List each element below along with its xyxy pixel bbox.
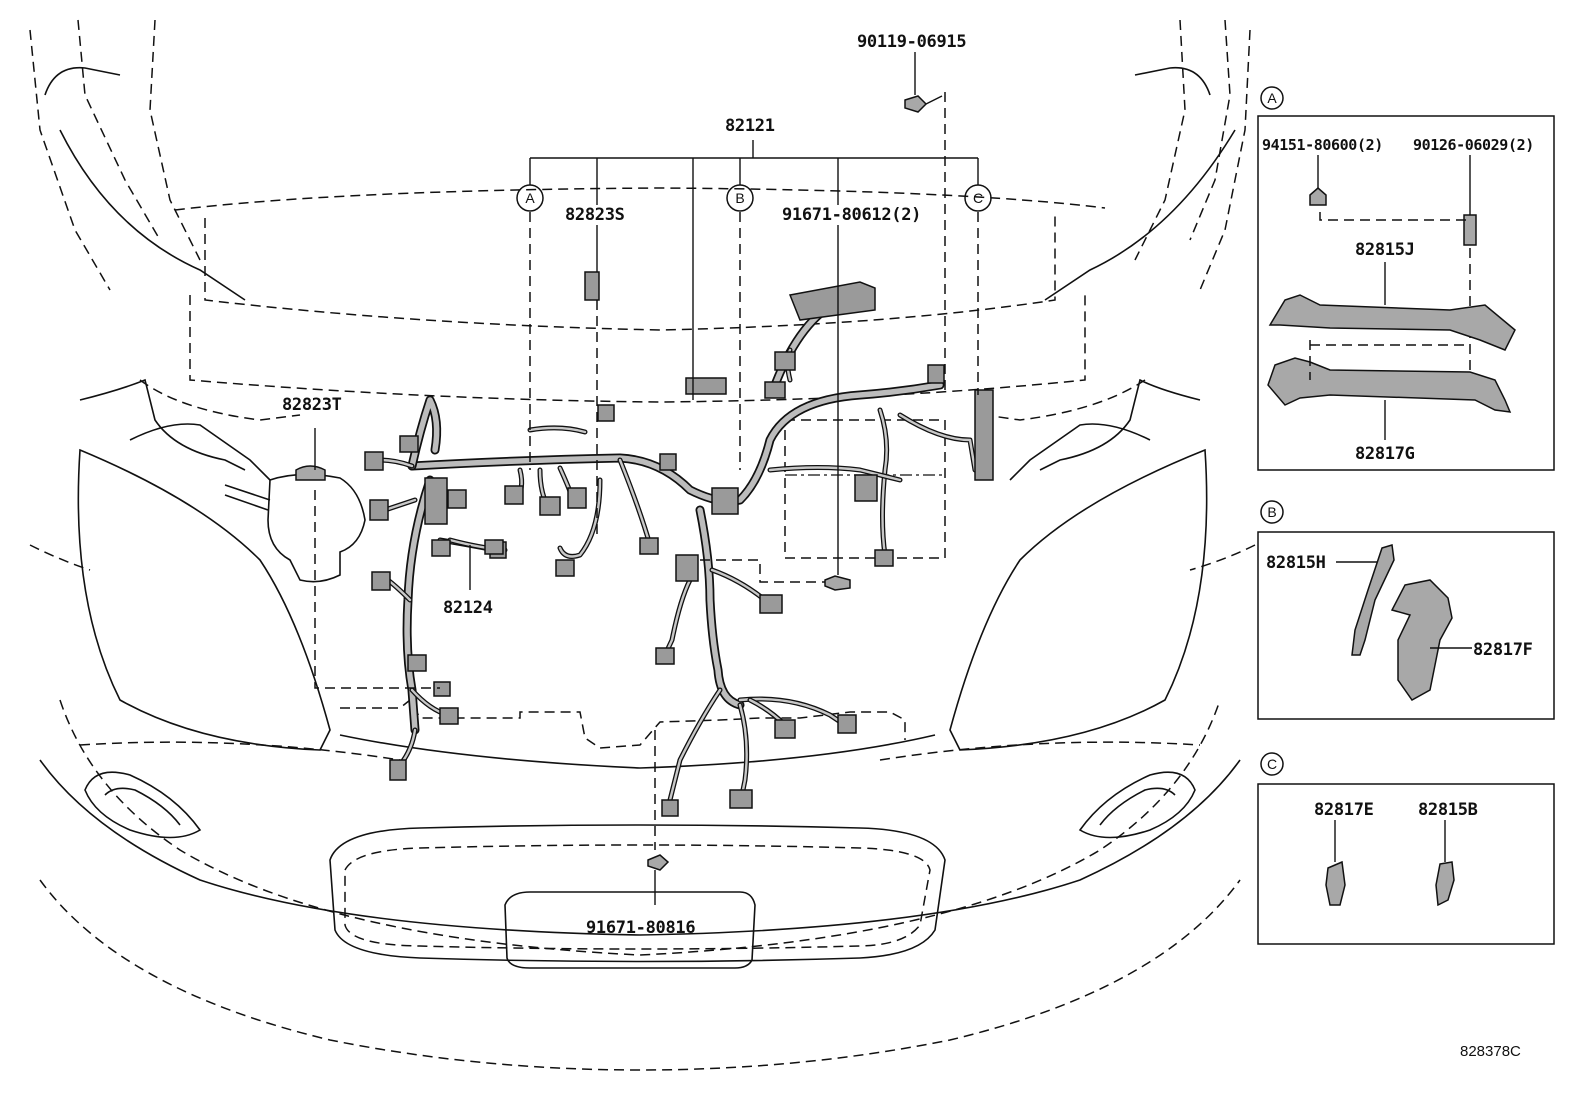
harness-connector bbox=[675, 554, 699, 582]
harness-connector bbox=[364, 451, 384, 471]
marker-b: B bbox=[726, 184, 754, 212]
cover-82815h-part bbox=[1351, 544, 1395, 656]
harness-connector bbox=[759, 594, 783, 614]
harness-connector bbox=[659, 453, 677, 471]
harness-connector bbox=[711, 487, 739, 515]
harness-connector bbox=[447, 489, 467, 509]
holder-82817g-part bbox=[1267, 357, 1512, 413]
harness-connector bbox=[974, 389, 994, 481]
harness-connector bbox=[369, 499, 389, 521]
bolt-mid-part bbox=[824, 575, 851, 591]
svg-text:A: A bbox=[1267, 90, 1277, 106]
label-holder-b: 82817F bbox=[1473, 640, 1533, 660]
harness-connector bbox=[424, 477, 448, 525]
clip-82823s-part bbox=[584, 271, 600, 301]
harness-connector bbox=[661, 799, 679, 817]
label-bolt-bottom: 91671-80816 bbox=[586, 918, 695, 938]
label-bolt-mid: 91671-80612(2) bbox=[782, 205, 921, 225]
svg-text:C: C bbox=[1267, 756, 1277, 772]
harness-connector bbox=[407, 654, 427, 672]
detail-b-box bbox=[1257, 531, 1555, 720]
callout-labels: 90119-06915 82121 82823S 91671-80612(2) … bbox=[282, 32, 992, 938]
harness-connector bbox=[389, 759, 407, 781]
svg-text:B: B bbox=[1267, 504, 1276, 520]
harness-connector bbox=[774, 719, 796, 739]
marker-a: A bbox=[516, 184, 544, 212]
svg-text:A: A bbox=[525, 190, 535, 206]
cover-82815b-part bbox=[1435, 861, 1455, 907]
label-harness-sub: 82124 bbox=[443, 598, 493, 618]
label-holder-c: 82817E bbox=[1314, 800, 1374, 820]
harness-connector bbox=[655, 647, 675, 665]
harness-connector bbox=[685, 377, 727, 395]
bolt-bottom-part bbox=[647, 854, 670, 871]
harness-connector bbox=[399, 435, 419, 453]
harness-connector bbox=[597, 404, 615, 422]
marker-c: C bbox=[964, 184, 992, 212]
label-holder-a: 82817G bbox=[1355, 444, 1415, 464]
engine-wiring-harness bbox=[295, 95, 994, 871]
harness-connector bbox=[639, 537, 659, 555]
harness-connector bbox=[837, 714, 857, 734]
harness-connector bbox=[371, 571, 391, 591]
harness-connector bbox=[504, 485, 524, 505]
svg-text:C: C bbox=[973, 190, 983, 206]
label-main-harness: 82121 bbox=[725, 116, 775, 136]
harness-connector bbox=[788, 281, 876, 321]
holder-82817f-part bbox=[1390, 579, 1453, 701]
diagram-reference-code: 828378C bbox=[1460, 1043, 1521, 1060]
harness-connector bbox=[854, 474, 878, 502]
harness-connector bbox=[764, 381, 786, 399]
harness-connector bbox=[874, 549, 894, 567]
harness-connector bbox=[433, 681, 451, 697]
detail-b-panel: B 82815H 82817F bbox=[1257, 500, 1555, 720]
harness-connector bbox=[567, 487, 587, 509]
harness-connector bbox=[729, 789, 753, 809]
label-cover-c: 82815B bbox=[1418, 800, 1478, 820]
label-stud: 90126-06029(2) bbox=[1413, 136, 1534, 154]
stud-part bbox=[1463, 214, 1477, 246]
harness-connector bbox=[774, 351, 796, 371]
label-cover-b: 82815H bbox=[1266, 553, 1326, 573]
harness-connector bbox=[484, 539, 504, 555]
leader-lines bbox=[314, 52, 979, 905]
nut-part bbox=[1309, 187, 1327, 206]
clip-82823t-part bbox=[295, 465, 326, 481]
cover-82815j-part bbox=[1268, 294, 1516, 351]
detail-b-marker bbox=[1260, 500, 1284, 524]
detail-a-panel: A 94151-80600(2) 90126-06029(2) 82815J 8… bbox=[1257, 86, 1555, 471]
detail-c-panel: C 82817E 82815B bbox=[1257, 752, 1555, 945]
svg-text:B: B bbox=[735, 190, 744, 206]
bolt-top-part bbox=[904, 95, 928, 113]
harness-connector bbox=[539, 496, 561, 516]
vehicle-body-outline bbox=[29, 19, 1256, 1071]
label-nut: 94151-80600(2) bbox=[1262, 136, 1383, 154]
detail-c-box bbox=[1257, 783, 1555, 945]
holder-82817e-part bbox=[1325, 860, 1346, 906]
harness-connector bbox=[431, 539, 451, 557]
detail-a-marker bbox=[1260, 86, 1284, 110]
detail-a-box bbox=[1257, 115, 1555, 471]
harness-connector bbox=[555, 559, 575, 577]
label-cover-a: 82815J bbox=[1355, 240, 1415, 260]
harness-connector bbox=[927, 364, 945, 384]
label-bolt-top: 90119-06915 bbox=[857, 32, 966, 52]
detail-c-marker bbox=[1260, 752, 1284, 776]
label-clip-s: 82823S bbox=[565, 205, 625, 225]
harness-connector bbox=[439, 707, 459, 725]
label-clip-t: 82823T bbox=[282, 395, 342, 415]
